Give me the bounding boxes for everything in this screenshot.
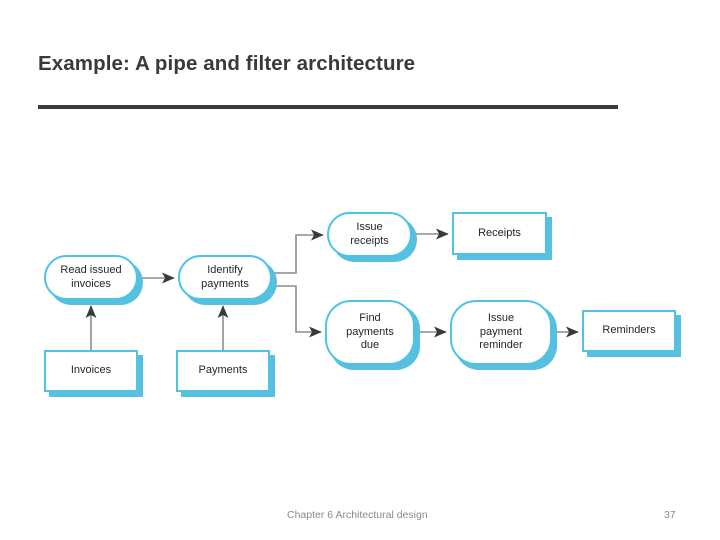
node-label-receipts: Receipts (478, 226, 521, 239)
node-label-invoices: Invoices (70, 364, 112, 377)
node-invoices[interactable]: Invoices (44, 350, 138, 392)
footer-page-number: 37 (664, 509, 676, 521)
footer-chapter-label: Chapter 6 Architectural design (287, 509, 428, 521)
node-label-reminders: Reminders (602, 324, 656, 337)
node-payments[interactable]: Payments (176, 350, 270, 392)
page-title: Example: A pipe and filter architecture (38, 52, 416, 75)
edge-identify-payments-to-find-payments-due (274, 285, 322, 338)
node-reminders[interactable]: Reminders (582, 310, 676, 352)
title-divider (38, 105, 618, 109)
diagram-connectors (85, 228, 579, 350)
node-label-payments: Payments (198, 364, 248, 377)
node-receipts[interactable]: Receipts (452, 212, 547, 255)
edge-identify-payments-to-issue-receipts (274, 229, 324, 274)
